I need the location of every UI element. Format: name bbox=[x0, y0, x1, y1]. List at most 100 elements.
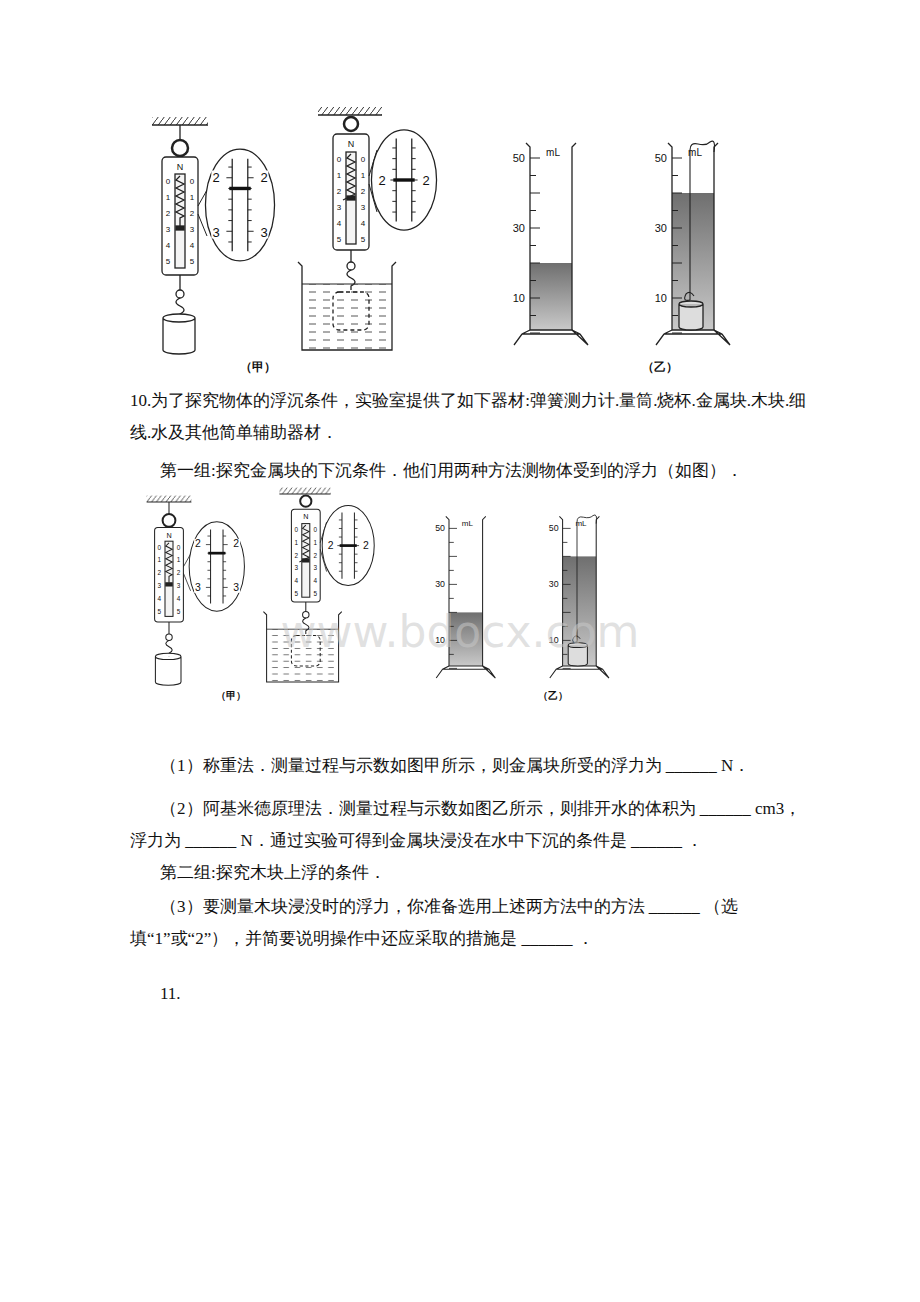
scale-number: 5 bbox=[177, 608, 181, 614]
scale-number: 1 bbox=[361, 172, 365, 180]
drawing-part bbox=[205, 149, 274, 261]
figure-caption: （乙） bbox=[642, 361, 678, 373]
scale-number: 3 bbox=[166, 226, 170, 234]
drawing-part bbox=[175, 174, 185, 268]
drawing-part bbox=[412, 169, 416, 170]
drawing-part bbox=[162, 157, 198, 275]
drawing-part bbox=[210, 529, 211, 603]
drawing-part bbox=[223, 535, 226, 536]
callout-outline bbox=[188, 520, 246, 613]
drawing-part bbox=[163, 314, 195, 354]
drawing-part bbox=[679, 301, 703, 330]
question-text: 10.为了探究物体的浮沉条件，实验室提供了如下器材:弹簧测力计.量筒.烧杯.金属… bbox=[130, 385, 810, 449]
callout-number: 3 bbox=[211, 226, 220, 239]
callout-number: 2 bbox=[377, 174, 386, 187]
scale-number: 1 bbox=[314, 540, 318, 546]
scale-number: 0 bbox=[190, 178, 194, 186]
scale-number: 2 bbox=[294, 552, 298, 558]
drawing-part bbox=[223, 569, 226, 570]
drawing-part bbox=[343, 154, 355, 200]
drawing-part bbox=[530, 263, 572, 330]
scale-number: 4 bbox=[177, 596, 181, 602]
drawing-part bbox=[179, 125, 180, 140]
callout-ellipse: 2233 bbox=[188, 520, 246, 613]
scale-number: 4 bbox=[158, 596, 162, 602]
scale-number: 3 bbox=[177, 583, 181, 589]
callout-number: 3 bbox=[194, 582, 202, 592]
scale-number: 2 bbox=[177, 570, 181, 576]
drawing-part bbox=[302, 284, 392, 285]
scale-number: 3 bbox=[294, 565, 298, 571]
drawing-part bbox=[172, 140, 188, 156]
callout-number: 2 bbox=[259, 171, 268, 184]
question-text: （2）阿基米德原理法．测量过程与示数如图乙所示，则排开水的体积为 ______ … bbox=[130, 793, 810, 857]
drawing-part bbox=[668, 143, 718, 330]
scale-number: 5 bbox=[294, 591, 298, 597]
cylinder-scale-number: 30 bbox=[655, 223, 667, 234]
drawing-part bbox=[248, 167, 252, 168]
scale-number: 2 bbox=[314, 552, 318, 558]
scale-number: N bbox=[303, 514, 308, 521]
scale-number: 1 bbox=[294, 540, 298, 546]
drawing-part bbox=[176, 176, 184, 226]
drawing-part bbox=[223, 561, 226, 562]
scale-number: 4 bbox=[314, 578, 318, 584]
drawing-part bbox=[672, 263, 682, 264]
callout-ellipse: 2233 bbox=[204, 147, 276, 263]
scale-number: 1 bbox=[337, 172, 341, 180]
watermark: www.bdocx.com bbox=[281, 610, 640, 654]
drawing-part bbox=[354, 520, 357, 521]
cylinder-scale-number: 30 bbox=[435, 580, 445, 589]
drawing-part bbox=[228, 199, 232, 200]
drawing-part bbox=[354, 563, 357, 564]
question-text: 第一组:探究金属块的下沉条件．他们用两种方法测物体受到的浮力（如图）． bbox=[160, 455, 840, 487]
drawing-part bbox=[208, 561, 211, 562]
drawing-part bbox=[189, 521, 244, 611]
figure-caption: （甲） bbox=[240, 361, 276, 373]
drawing-part bbox=[672, 298, 682, 299]
figure-caption: （甲） bbox=[216, 691, 246, 701]
cylinder-scale-number: mL bbox=[688, 148, 702, 158]
drawing-part bbox=[152, 107, 730, 354]
drawing-part bbox=[208, 595, 211, 596]
scale-number: 5 bbox=[166, 258, 170, 266]
drawing-part bbox=[530, 263, 540, 264]
drawing-part bbox=[228, 209, 232, 210]
drawing-part bbox=[223, 529, 224, 603]
scale-number: 4 bbox=[337, 220, 341, 228]
drawing-part bbox=[347, 262, 355, 270]
drawing-part bbox=[530, 298, 540, 299]
scale-number: 5 bbox=[190, 258, 194, 266]
cylinder-scale-number: 30 bbox=[549, 580, 559, 589]
scale-number: 2 bbox=[190, 210, 194, 218]
drawing-part bbox=[672, 175, 678, 176]
drawing-part bbox=[672, 193, 682, 194]
drawing-part bbox=[412, 212, 416, 213]
drawing-part bbox=[530, 158, 540, 333]
callout-number: 3 bbox=[259, 226, 268, 239]
scale-number: 3 bbox=[337, 204, 341, 212]
drawing-part bbox=[392, 201, 396, 202]
drawing-part bbox=[350, 250, 351, 262]
drawing-part bbox=[248, 199, 252, 200]
drawing-part bbox=[354, 571, 357, 572]
scale-number: 4 bbox=[294, 578, 298, 584]
callout-number: 2 bbox=[327, 541, 335, 551]
drawing-part bbox=[672, 228, 682, 229]
scale-number: 0 bbox=[361, 156, 365, 164]
drawing-part bbox=[354, 528, 357, 529]
scale-number: 3 bbox=[158, 583, 162, 589]
scale-number: N bbox=[177, 163, 184, 172]
drawing-part bbox=[152, 117, 208, 125]
drawing-part bbox=[223, 587, 228, 588]
drawing-part bbox=[530, 333, 540, 334]
drawing-part bbox=[247, 159, 248, 252]
drawing-part bbox=[530, 158, 540, 159]
drawing-part bbox=[530, 315, 536, 316]
drawing-part bbox=[339, 528, 342, 529]
scale-number: 1 bbox=[166, 194, 170, 202]
scale-number: 3 bbox=[314, 565, 318, 571]
drawing-part bbox=[412, 201, 416, 202]
scale-number: 2 bbox=[166, 210, 170, 218]
drawing-part bbox=[176, 226, 184, 230]
